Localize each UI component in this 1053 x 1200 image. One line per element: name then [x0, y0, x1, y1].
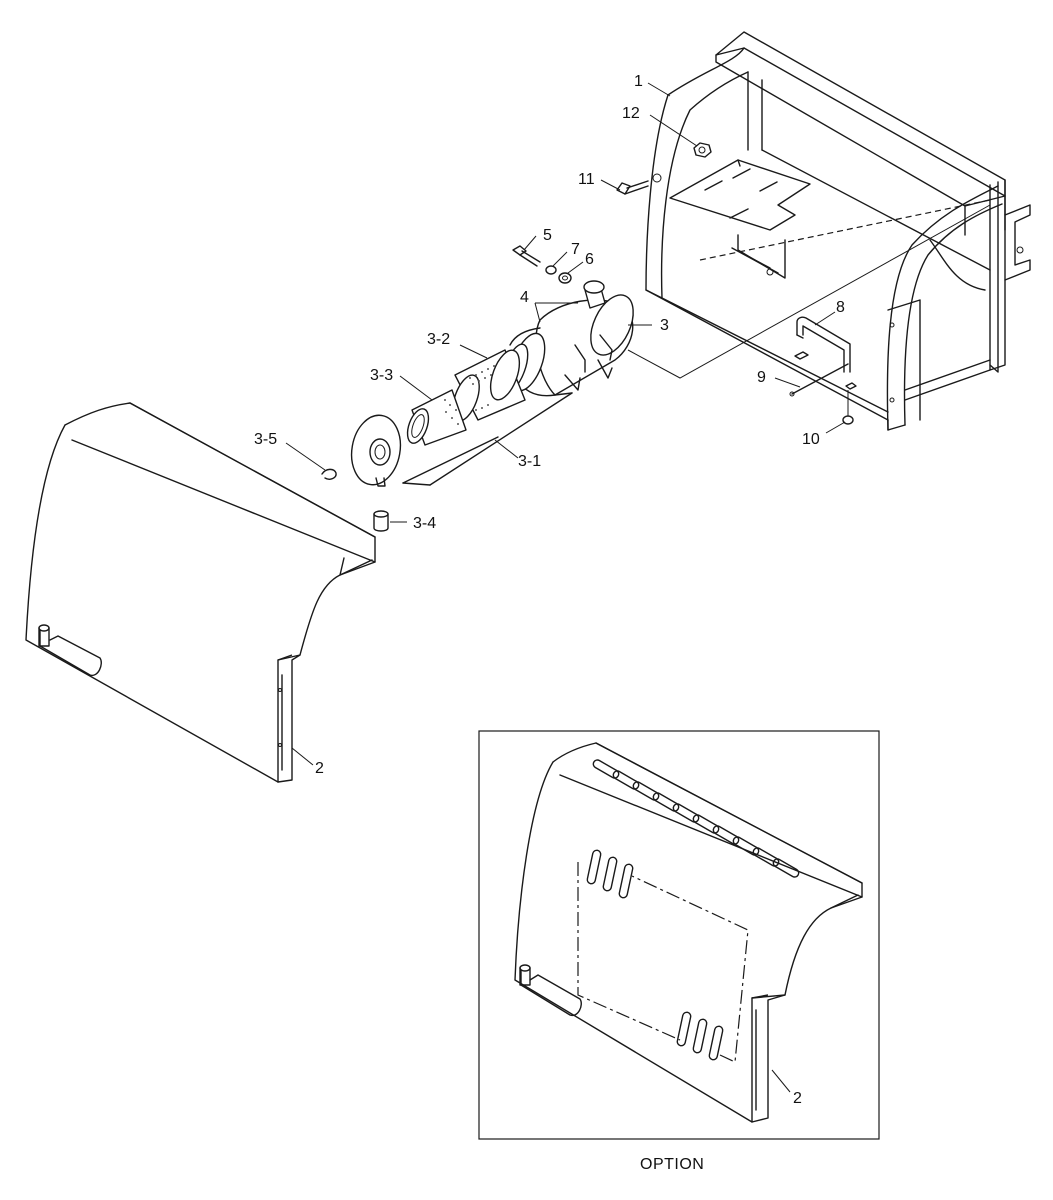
bolt-part-5: [512, 245, 541, 267]
label-3-4: 3-4: [413, 515, 436, 532]
label-3-1: 3-1: [518, 453, 541, 470]
label-3-3: 3-3: [370, 367, 393, 384]
bolt-part-11: [616, 180, 649, 195]
label-11: 11: [578, 171, 595, 188]
handle-part-8: [796, 316, 851, 373]
leader-lines: [285, 82, 846, 1093]
label-6: 6: [585, 251, 594, 268]
end-cover-part-3-1: [350, 392, 573, 487]
label-1: 1: [634, 73, 643, 90]
frame-bracket-part-1: [645, 31, 1031, 431]
inner-element-part-3-3: [406, 389, 467, 446]
washer-part-6: [558, 272, 572, 284]
washer-part-7: [545, 265, 557, 275]
label-10: 10: [802, 431, 820, 448]
label-4: 4: [520, 289, 529, 306]
pin-part-9: [789, 363, 849, 397]
label-3-5: 3-5: [254, 431, 277, 448]
option-cover-part-2: [514, 742, 863, 1123]
label-12: 12: [622, 105, 640, 122]
label-2: 2: [315, 760, 324, 777]
label-5: 5: [543, 227, 552, 244]
nut-part-12: [693, 142, 712, 158]
label-8: 8: [836, 299, 845, 316]
outer-element-part-3-2: [452, 349, 526, 422]
label-9: 9: [757, 369, 766, 386]
washer-part-10: [842, 390, 854, 425]
label-3: 3: [660, 317, 669, 334]
label-2-option: 2: [793, 1090, 802, 1107]
option-caption: OPTION: [640, 1156, 704, 1173]
air-cleaner-part-3: [501, 280, 634, 397]
dust-valve-part-3-4: [373, 510, 389, 532]
part-labels: 1 12 11 5 7 6 4 3 3-2 3-3 3-5 3-1 3-4 8 …: [254, 73, 845, 1173]
label-7: 7: [571, 241, 580, 258]
option-box: [478, 730, 880, 1140]
cover-part-2: [25, 402, 376, 783]
label-3-2: 3-2: [427, 331, 450, 348]
clip-part-3-5: [321, 468, 337, 480]
